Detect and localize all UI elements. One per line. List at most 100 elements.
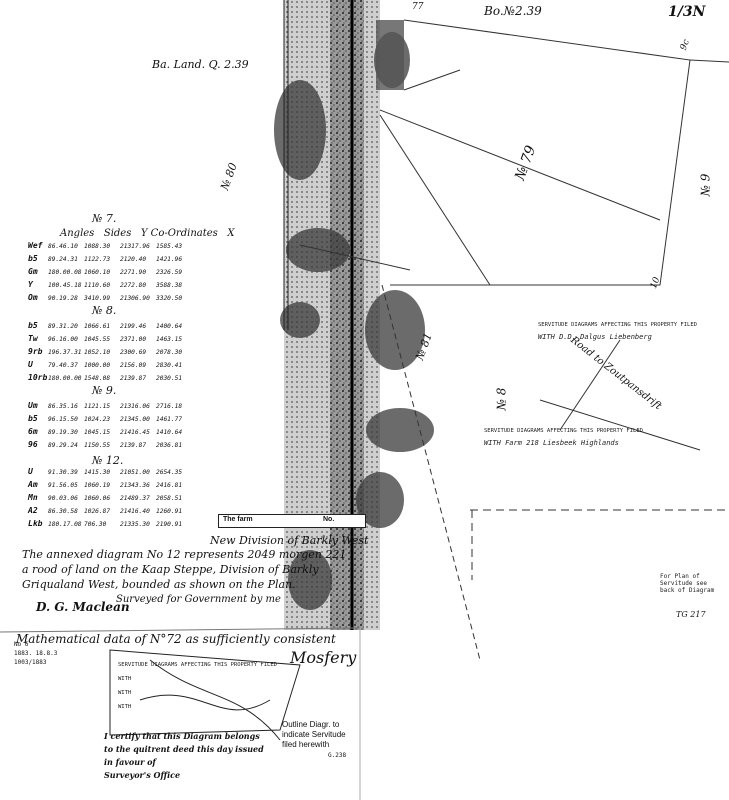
table-cell: 1052.10 [84, 349, 111, 356]
table-cell: 1060.10 [84, 269, 111, 276]
table-cell: 2271.90 [120, 269, 147, 276]
table-cell: 2371.00 [120, 336, 147, 343]
table-cell: 90.03.06 [48, 495, 78, 502]
table-cell: 21335.30 [120, 521, 150, 528]
servitude-form-line-4: WITH [118, 704, 132, 710]
certification-line-3: in favour of [104, 757, 156, 767]
table-cell: 2716.18 [156, 403, 183, 410]
plan-stamp-line-1: For Plan of [660, 573, 700, 580]
table-cell: 21343.36 [120, 482, 150, 489]
table-cell: 2654.35 [156, 469, 183, 476]
certification-line-1: I certify that this Diagram belongs [104, 731, 260, 741]
description-line-2: a rood of land on the Kaap Steppe, Divis… [22, 563, 319, 576]
corner-reference: 1/3N [668, 4, 706, 20]
table-cell: 21489.37 [120, 495, 150, 502]
table-cell: 1415.30 [84, 469, 111, 476]
header-x: X [227, 228, 235, 239]
plan-stamp-line-3: back of Diagram [660, 587, 715, 594]
point-label: Tw [28, 334, 38, 343]
point-label: U [28, 467, 33, 476]
table-cell: 1088.30 [84, 243, 111, 250]
table-cell: 2078.30 [156, 349, 183, 356]
table-cell: 1463.15 [156, 336, 183, 343]
table-cell: 2120.40 [120, 256, 147, 263]
outline-note-line-3: filed herewith [282, 740, 330, 749]
lot-label-8: № 8 [494, 387, 509, 411]
table-cell: 2030.51 [156, 375, 183, 382]
table-cell: 1585.43 [156, 243, 183, 250]
servitude-top-line-1: SERVITUDE DIAGRAMS AFFECTING THIS PROPER… [538, 322, 697, 328]
table-cell: 21306.90 [120, 295, 150, 302]
small-reference: G.238 [328, 752, 347, 759]
point-label: 96 [28, 440, 38, 449]
certification-line-2: to the quitrent deed this day issued [104, 744, 264, 754]
point-label: Y [28, 280, 33, 289]
table-cell: 2139.87 [120, 375, 147, 382]
description-line-1: The annexed diagram No 12 represents 204… [22, 548, 347, 561]
servitude-form: SERVITUDE DIAGRAMS AFFECTING THIS PROPER… [118, 658, 277, 714]
table-cell: 180.00.00 [48, 375, 82, 382]
table-cell: 90.19.28 [48, 295, 78, 302]
table-cell: 3410.99 [84, 295, 111, 302]
point-label: 6m [28, 427, 38, 436]
table-cell: 1421.96 [156, 256, 183, 263]
table-cell: 2036.81 [156, 442, 183, 449]
table-title-7: № 7. [92, 212, 117, 225]
table-cell: 1121.15 [84, 403, 111, 410]
header-angles: Angles [60, 228, 95, 239]
point-label: U [28, 360, 33, 369]
point-label: 9rb [28, 347, 43, 356]
certification-block: I certify that this Diagram belongs to t… [104, 730, 264, 782]
plan-reference: TG 217 [676, 610, 706, 619]
description-line-4: Surveyed for Government by me [116, 594, 281, 605]
table-cell: 1026.87 [84, 508, 111, 515]
registration-date: 1883. 18.8.3 [14, 650, 58, 657]
table-cell: 2199.46 [120, 323, 147, 330]
table-title-9: № 9. [92, 384, 117, 397]
table-cell: 2139.87 [120, 442, 147, 449]
certification-line-4: Surveyor's Office [104, 770, 181, 780]
lot-label-9: № 9 [698, 173, 713, 197]
servitude-box-top: SERVITUDE DIAGRAMS AFFECTING THIS PROPER… [538, 322, 697, 341]
table-cell: 86.35.16 [48, 403, 78, 410]
servitude-form-line-1: SERVITUDE DIAGRAMS AFFECTING THIS PROPER… [118, 662, 277, 668]
outline-note-line-1: Outline Diagr. to [282, 720, 340, 729]
table-cell: 2272.80 [120, 282, 147, 289]
table-cell: 1060.19 [84, 482, 111, 489]
outline-note: Outline Diagr. to indicate Servitude fil… [282, 720, 346, 750]
table-cell: 2300.69 [120, 349, 147, 356]
table-cell: 196.37.31 [48, 349, 82, 356]
servitude-form-line-3: WITH [118, 690, 132, 696]
plan-stamp: For Plan of Servitude see back of Diagra… [660, 573, 722, 603]
table-cell: 89.31.20 [48, 323, 78, 330]
table-cell: 1122.73 [84, 256, 111, 263]
table-cell: 100.45.18 [48, 282, 82, 289]
handwritten-annotation: Ba. Land. Q. 2.39 [152, 58, 249, 71]
point-label: Wef [28, 241, 43, 250]
table-cell: 1260.91 [156, 508, 183, 515]
point-label: Om [28, 293, 38, 302]
registration-number: No 6 [14, 641, 29, 648]
plan-stamp-line-2: Servitude see [660, 580, 707, 587]
division-title: New Division of Barkly West [210, 534, 369, 547]
table-cell: 3588.38 [156, 282, 183, 289]
point-label: Lkb [28, 519, 43, 528]
table-cell: 1410.64 [156, 429, 183, 436]
table-cell: 2058.51 [156, 495, 183, 502]
